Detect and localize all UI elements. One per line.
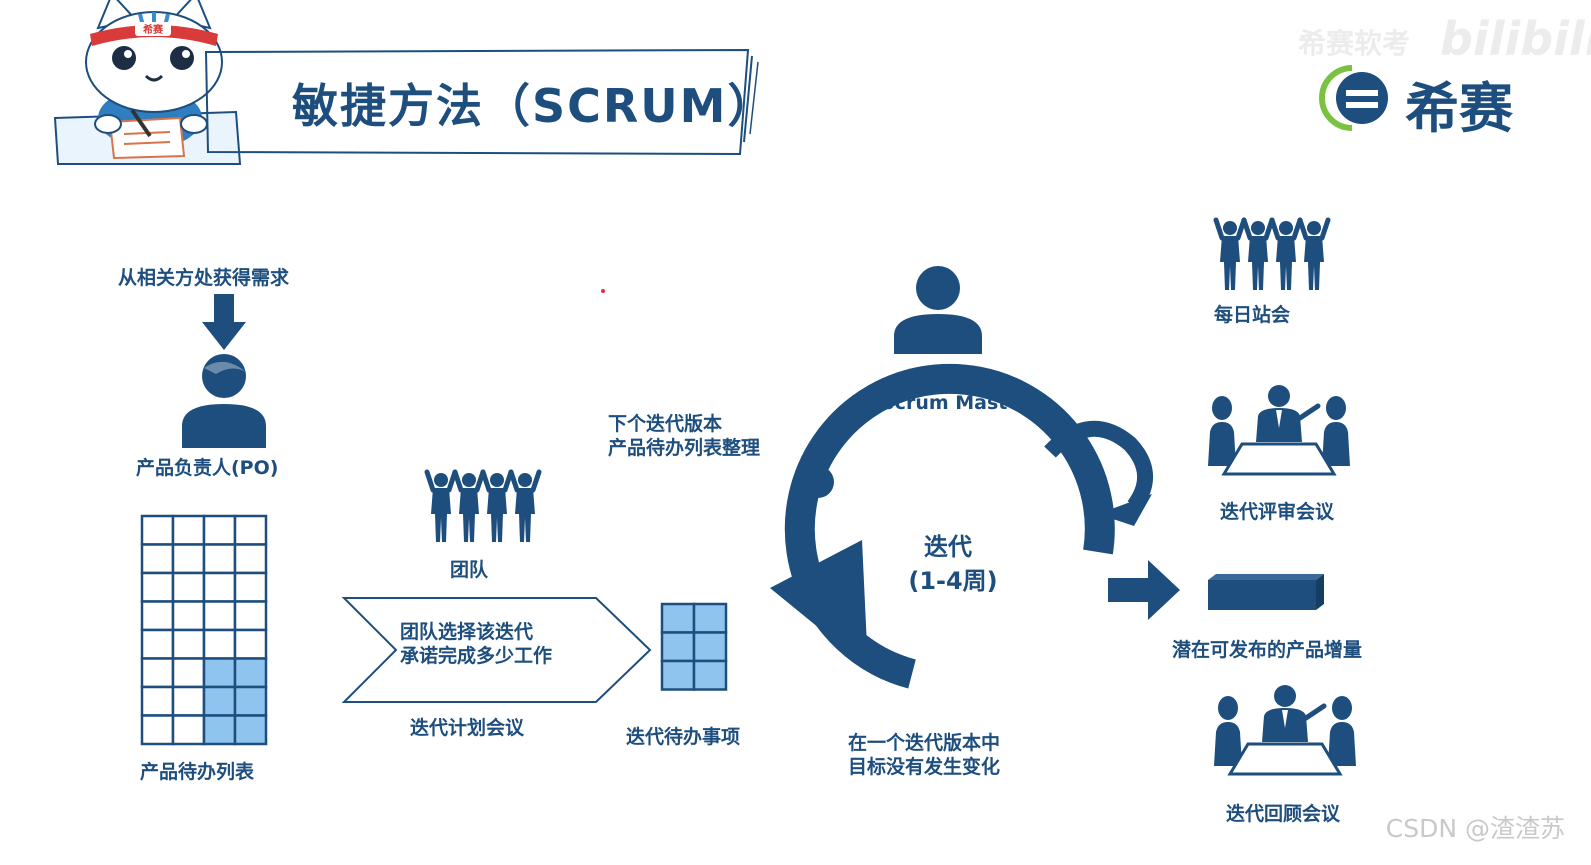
csdn-watermark: CSDN @渣渣苏 <box>1385 814 1565 843</box>
presenter-icon <box>1262 685 1327 742</box>
backlog-cell <box>233 657 268 689</box>
product-backlog-label: 产品待办列表 <box>140 761 255 783</box>
meeting-table <box>1227 742 1343 776</box>
backlog-cell <box>233 514 268 546</box>
sprint-backlog-grid <box>660 602 728 691</box>
presenter-icon <box>1256 385 1321 442</box>
backlog-cell <box>171 714 206 746</box>
ghost-watermark-text: 希赛软考 <box>1298 27 1411 60</box>
retrospective-label: 迭代回顾会议 <box>1226 803 1341 825</box>
title-banner <box>204 48 759 156</box>
team-member-icon <box>1241 217 1275 290</box>
team-member-icon <box>1269 217 1303 290</box>
sprint-backlog-cell <box>660 659 696 691</box>
backlog-cell <box>140 685 175 717</box>
attendee-icon <box>1328 696 1356 766</box>
backlog-cell <box>202 543 237 575</box>
backlog-cell <box>171 514 206 546</box>
arrow-down-icon <box>202 294 246 350</box>
backlog-cell <box>140 514 175 546</box>
backlog-cell <box>202 600 237 632</box>
sprint-backlog-cell <box>660 602 696 634</box>
backlog-cell <box>202 714 237 746</box>
backlog-cell <box>140 657 175 689</box>
backlog-cell <box>202 685 237 717</box>
backlog-cell <box>140 600 175 632</box>
red-dot <box>601 289 605 293</box>
team-member-icon <box>508 469 542 542</box>
daily-standup-label: 每日站会 <box>1214 304 1291 326</box>
team-member-icon <box>452 469 486 542</box>
backlog-cell <box>202 657 237 689</box>
backlog-cell <box>233 571 268 603</box>
sprint-backlog-cell <box>660 631 696 663</box>
mascot-cat-icon: 希赛 <box>53 0 242 165</box>
backlog-cell <box>140 571 175 603</box>
backlog-cell <box>140 714 175 746</box>
backlog-cell <box>233 600 268 632</box>
sprint-backlog-cell <box>692 631 728 663</box>
backlog-cell <box>233 714 268 746</box>
mascot-badge-text: 希赛 <box>142 23 164 36</box>
backlog-cell <box>171 628 206 660</box>
team-label: 团队 <box>450 559 489 581</box>
sprint-rule-line-1: 在一个迭代版本中 <box>848 732 1001 754</box>
backlog-cell <box>233 543 268 575</box>
product-increment-label: 潜在可发布的产品增量 <box>1172 639 1363 661</box>
sprint-label-line-2: (1-4周) <box>908 567 998 595</box>
backlog-cell <box>202 571 237 603</box>
product-increment-block-icon <box>1208 574 1324 610</box>
backlog-cell <box>171 657 206 689</box>
team-member-icon <box>424 469 458 542</box>
backlog-cell <box>140 543 175 575</box>
product-owner-icon <box>182 354 266 448</box>
sprint-backlog-cell <box>692 602 728 634</box>
attendee-icon <box>1322 396 1350 466</box>
backlog-cell <box>202 628 237 660</box>
backlog-cell <box>171 571 206 603</box>
sprint-label-line-1: 迭代 <box>924 533 972 561</box>
sprint-cycle-arrow <box>770 363 1154 689</box>
team-icon <box>424 469 542 542</box>
sprint-rule-line-2: 目标没有发生变化 <box>848 756 1001 778</box>
team-member-icon <box>1297 217 1331 290</box>
sprint-review-label: 迭代评审会议 <box>1220 501 1335 523</box>
product-backlog-grid <box>140 514 268 746</box>
brand-name: 希赛 <box>1405 77 1513 140</box>
backlog-cell <box>171 685 206 717</box>
scrum-master-icon <box>894 266 982 354</box>
planning-meeting-label: 迭代计划会议 <box>410 717 525 739</box>
commitment-line-2: 承诺完成多少工作 <box>400 645 553 667</box>
backlog-cell <box>233 628 268 660</box>
increment-arrow-icon <box>1108 560 1180 620</box>
backlog-cell <box>140 628 175 660</box>
refinement-line-1: 下个迭代版本 <box>608 413 723 435</box>
team-member-icon <box>480 469 514 542</box>
attendee-icon <box>1208 396 1236 466</box>
retrospective-meeting-icon <box>1214 685 1356 776</box>
sprint-backlog-label: 迭代待办事项 <box>626 726 741 748</box>
refinement-line-2: 产品待办列表整理 <box>608 437 761 459</box>
backlog-cell <box>233 685 268 717</box>
source-note: 从相关方处获得需求 <box>118 267 290 289</box>
backlog-cell <box>171 543 206 575</box>
meeting-table <box>1221 442 1337 476</box>
product-owner-label: 产品负责人(PO) <box>136 457 279 479</box>
backlog-cell <box>202 514 237 546</box>
sprint-backlog-cell <box>692 659 728 691</box>
attendee-icon <box>1214 696 1242 766</box>
ghost-watermark-site: bilibili <box>1440 12 1591 66</box>
team-member-icon <box>1213 217 1247 290</box>
commitment-line-1: 团队选择该迭代 <box>400 621 534 643</box>
page-title: 敏捷方法（SCRUM） <box>292 79 776 133</box>
planning-chevron-arrow <box>341 597 652 703</box>
backlog-cell <box>171 600 206 632</box>
daily-standup-team-icon <box>1213 217 1331 290</box>
brand-logo-icon <box>1319 65 1388 131</box>
sprint-review-meeting-icon <box>1208 385 1350 476</box>
